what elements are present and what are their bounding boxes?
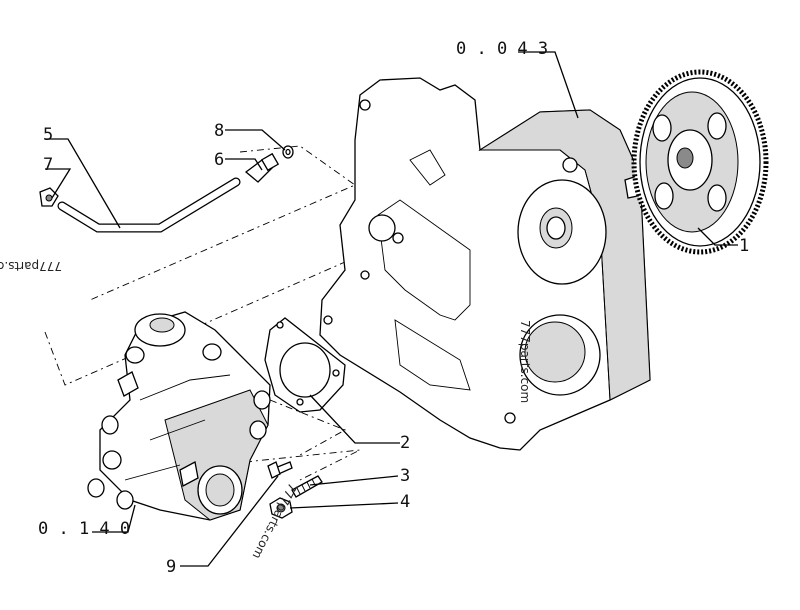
callout-7: 7 — [43, 155, 53, 175]
seal-washer — [282, 145, 294, 159]
fuel-pipe — [57, 177, 241, 233]
bolt — [267, 461, 293, 479]
callout-9: 9 — [166, 557, 176, 577]
watermark-center: 777parts.com — [518, 320, 532, 403]
callout-6: 6 — [214, 150, 224, 170]
callout-2: 2 — [400, 433, 410, 453]
stud — [291, 475, 323, 498]
watermark-lower: 777parts.com — [250, 481, 300, 562]
pump-group-ref-label: 0 . 1 4 0 — [38, 519, 130, 539]
plug-screw — [39, 187, 59, 207]
pump-gasket — [264, 317, 346, 413]
callout-4: 4 — [400, 492, 410, 512]
callout-8: 8 — [214, 121, 224, 141]
callout-5: 5 — [43, 125, 53, 145]
union-fitting — [244, 152, 280, 183]
callout-3: 3 — [400, 466, 410, 486]
gear-case — [319, 77, 651, 451]
gear-case-ref-label: 0 . 0 4 3 — [456, 39, 548, 59]
drive-gear — [631, 69, 769, 255]
nut — [269, 497, 293, 519]
watermark-left: 777parts.com — [0, 259, 62, 273]
leader-lines — [45, 51, 738, 567]
alignment-lines — [44, 145, 361, 481]
injection-pump — [87, 311, 271, 521]
callout-1: 1 — [739, 236, 749, 256]
